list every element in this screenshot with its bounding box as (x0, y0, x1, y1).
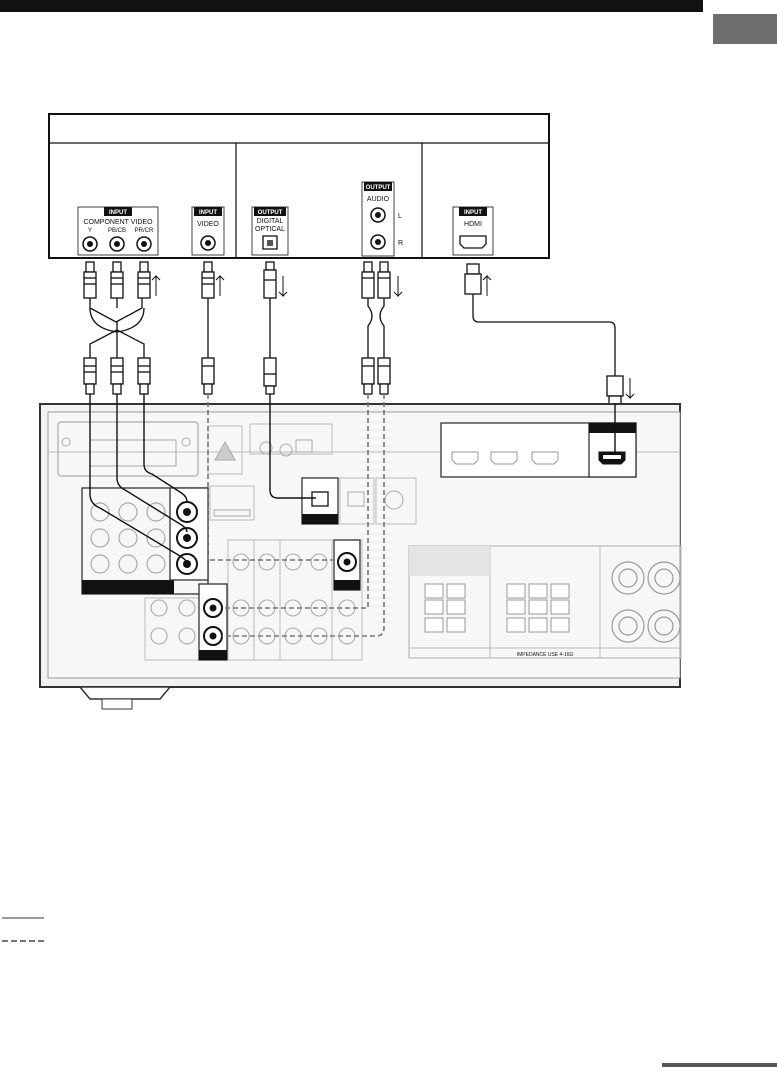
optical-title-2: OPTICAL (255, 226, 285, 233)
hdmi-badge-label: INPUT (464, 210, 482, 216)
video-badge-label: INPUT (199, 210, 217, 216)
hdmi-port-icon (459, 235, 487, 249)
optical-port-icon (311, 491, 329, 507)
hdmi-port-icon (490, 451, 518, 465)
rca-jack-icon (82, 236, 98, 252)
video-title: VIDEO (197, 221, 219, 228)
section-tab (713, 14, 777, 44)
input-badge (104, 207, 132, 216)
component-title: COMPONENT VIDEO (83, 219, 153, 226)
jack-label-y: Y (88, 228, 92, 234)
rca-jack-icon (370, 207, 386, 223)
audio-badge-label: OUTPUT (366, 185, 391, 191)
audio-title: AUDIO (367, 196, 390, 203)
audio-right-label: R (398, 240, 403, 247)
jack-label-pb: PB/CB (108, 228, 126, 234)
receiver-hdmi-panel (440, 422, 637, 478)
solid-cables (89, 294, 616, 376)
audio-output-group: OUTPUT AUDIO L R (361, 181, 403, 257)
receiver-optical-port (301, 477, 417, 525)
receiver-component-block (81, 487, 209, 595)
hdmi-input-group: INPUT HDMI (452, 206, 494, 256)
rca-jack-icon (109, 236, 125, 252)
jack-label-pr: PR/CR (135, 228, 154, 234)
legend-solid-line (2, 917, 44, 919)
optical-badge-label: OUTPUT (258, 210, 283, 216)
header-bar (0, 0, 703, 12)
impedance-note: IMPEDANCE USE 4-16Ω (517, 652, 574, 658)
hdmi-port-icon (598, 451, 626, 465)
receiver-video-jack (333, 539, 361, 591)
video-input-group: INPUT VIDEO (191, 206, 225, 256)
source-device-panel: INPUT COMPONENT VIDEO Y PB/CB PR/CR INPU… (48, 113, 550, 259)
hdmi-title: HDMI (464, 221, 482, 228)
rca-jack-icon (136, 236, 152, 252)
hdmi-port-icon (451, 451, 479, 465)
rca-jack-icon (200, 235, 216, 251)
solid-cables-receiver (89, 394, 616, 565)
dashed-cables (207, 394, 385, 637)
rca-jack-icon (176, 527, 198, 549)
optical-output-group: OUTPUT DIGITAL OPTICAL (251, 206, 289, 256)
receiver-foot (78, 686, 172, 700)
optical-port-icon (262, 235, 278, 250)
rca-jack-icon (203, 626, 223, 646)
audio-left-label: L (398, 213, 402, 220)
rca-jack-icon (176, 501, 198, 523)
rca-jack-icon (370, 234, 386, 250)
rca-jack-icon (203, 598, 223, 618)
signal-arrow-icon (151, 274, 492, 298)
receiver-rear-panel: IMPEDANCE USE 4-16Ω (39, 403, 682, 710)
legend-dashed-line (2, 940, 44, 942)
speaker-terminals: IMPEDANCE USE 4-16Ω (408, 545, 682, 659)
rca-jack-icon (337, 552, 357, 572)
component-input-group: INPUT COMPONENT VIDEO Y PB/CB PR/CR (77, 206, 159, 256)
component-badge-label: INPUT (109, 210, 127, 216)
optical-title-1: DIGITAL (257, 218, 284, 225)
signal-arrow-icon (625, 378, 635, 400)
receiver-audio-jacks (198, 583, 228, 661)
continued-marker (662, 1063, 777, 1067)
cable-plugs-bottom (83, 357, 624, 405)
hdmi-port-icon (531, 451, 559, 465)
